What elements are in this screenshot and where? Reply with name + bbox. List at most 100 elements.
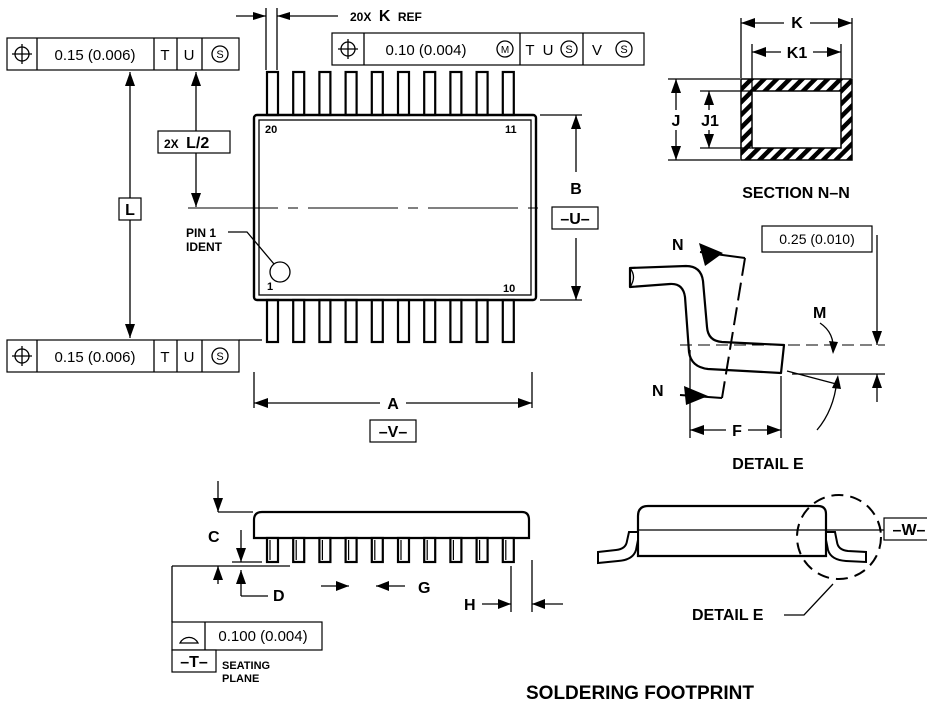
- lead: [292, 70, 306, 117]
- lead: [396, 298, 411, 344]
- pin-number-10: 10: [503, 283, 515, 295]
- fcf-tolerance: 0.10 (0.004): [386, 42, 467, 59]
- lead-cut-left: [629, 267, 635, 288]
- lead: [396, 70, 411, 117]
- lead-profile: [628, 264, 786, 375]
- modifier-s-circle: [211, 45, 229, 63]
- dim-a-label: A: [387, 396, 399, 413]
- dim-l-half-box: [157, 130, 231, 154]
- lead: [501, 298, 515, 344]
- fcf-modifier-s: S: [565, 44, 572, 56]
- dim-j1-label: J1: [701, 113, 719, 130]
- lead: [475, 536, 489, 564]
- position-symbol-icon: [338, 39, 358, 59]
- modifier-s-circle: [211, 347, 229, 365]
- lead: [449, 70, 463, 117]
- dim-a-clear: [380, 394, 406, 412]
- pin-number-1: 1: [267, 281, 273, 293]
- fcf-datum-u: U: [543, 42, 554, 59]
- modifier-m-circle: [496, 40, 514, 58]
- lead: [501, 70, 515, 117]
- position-symbol-icon: [12, 44, 32, 64]
- fcf-modifier-s: S: [216, 49, 223, 61]
- datum-v-box: [369, 419, 417, 443]
- pin-number-11: 11: [505, 124, 517, 136]
- dim-d-label: D: [273, 588, 285, 605]
- end-body: [636, 504, 828, 558]
- end-lead-left: [597, 531, 639, 565]
- arrow-n-top: [699, 243, 723, 266]
- dim-m-label: M: [813, 305, 826, 322]
- lead: [265, 70, 280, 117]
- detail-e-leader: [784, 583, 834, 616]
- seating-plane-label: SEATING: [222, 660, 270, 672]
- section-cut-line: [721, 257, 746, 399]
- fcf-top-left: 0.15 (0.006) T U S: [6, 37, 240, 71]
- fcf-datum-u: U: [184, 47, 195, 64]
- dim-k1-label: K1: [787, 45, 808, 62]
- fcf-bottom-left: 0.15 (0.006) T U S: [6, 339, 240, 373]
- fcf-datum-t: T: [160, 47, 169, 64]
- bottom-pin-row: [265, 298, 515, 344]
- datum-w-box: [883, 517, 927, 541]
- fcf-flatness: [171, 621, 323, 651]
- dim-h-label: H: [464, 597, 476, 614]
- datum-u-label: –U–: [560, 211, 589, 228]
- dim-a-arrow-left: [254, 398, 268, 408]
- fcf-modifier-s: S: [216, 351, 223, 363]
- lead: [475, 298, 489, 344]
- lead: [370, 536, 384, 564]
- fcf-datum-v: V: [592, 42, 602, 59]
- n-label-top: N: [672, 237, 684, 254]
- section-n-n: K K1 J J1 SECTION N–N: [666, 14, 853, 202]
- detail-title: DETAIL E: [732, 456, 804, 473]
- dim-g-label: G: [418, 580, 430, 597]
- dim-b-arrow-bottom: [571, 286, 581, 300]
- dim-b-arrow-top: [571, 115, 581, 129]
- lead: [318, 298, 332, 344]
- dim-a-arrow-right: [518, 398, 532, 408]
- gauge-tol-box: [761, 225, 873, 253]
- lead: [449, 536, 463, 564]
- section-title: SECTION N–N: [742, 185, 850, 202]
- lead: [265, 536, 280, 564]
- side-view: C D G H 0.100 (0.004) –T: [171, 481, 563, 685]
- seating-plane-label-2: PLANE: [222, 673, 259, 685]
- pin1-ident-label-2: IDENT: [186, 240, 223, 254]
- lead: [370, 298, 384, 344]
- lead: [475, 70, 489, 117]
- top-view: 20 11 1 10 PIN 1 IDENT 20X K REF: [6, 8, 645, 443]
- dim-l-label: L: [125, 202, 135, 219]
- kref-arrowhead-right: [277, 12, 290, 20]
- lead: [370, 70, 384, 117]
- datum-t-label: –T–: [180, 654, 208, 671]
- lead: [265, 298, 280, 344]
- kref-arrowhead-left: [253, 12, 266, 20]
- dim-k-label: K: [791, 15, 803, 32]
- fcf-datum-t: T: [525, 42, 534, 59]
- detail-e: N N 0.25 (0.010) M F DETAIL E: [628, 225, 885, 473]
- fcf-tolerance: 0.15 (0.006): [55, 47, 136, 64]
- profile-surface-icon: [178, 636, 200, 644]
- lead: [396, 536, 411, 564]
- top-pin-row: [265, 70, 515, 117]
- modifier-s-circle: [560, 40, 578, 58]
- detail-e-ref-label: DETAIL E: [692, 607, 764, 624]
- lead: [318, 536, 332, 564]
- flatness-tolerance: 0.100 (0.004): [218, 628, 307, 645]
- pin1-ident-dot: [269, 261, 291, 283]
- fcf-top-right: 0.10 (0.004) M T U S V S: [331, 32, 645, 66]
- fcf-modifier-s: S: [620, 44, 627, 56]
- kref-label: 20X K REF: [350, 8, 422, 25]
- lead: [292, 298, 306, 344]
- datum-w-label: –W–: [893, 522, 926, 539]
- lead: [501, 536, 515, 564]
- lead: [449, 298, 463, 344]
- fcf-datum-u: U: [184, 349, 195, 366]
- lead: [318, 70, 332, 117]
- lead: [292, 536, 306, 564]
- detail-e-circle: [796, 494, 882, 580]
- n-label-bottom: N: [652, 383, 664, 400]
- datum-t-box: [171, 649, 217, 673]
